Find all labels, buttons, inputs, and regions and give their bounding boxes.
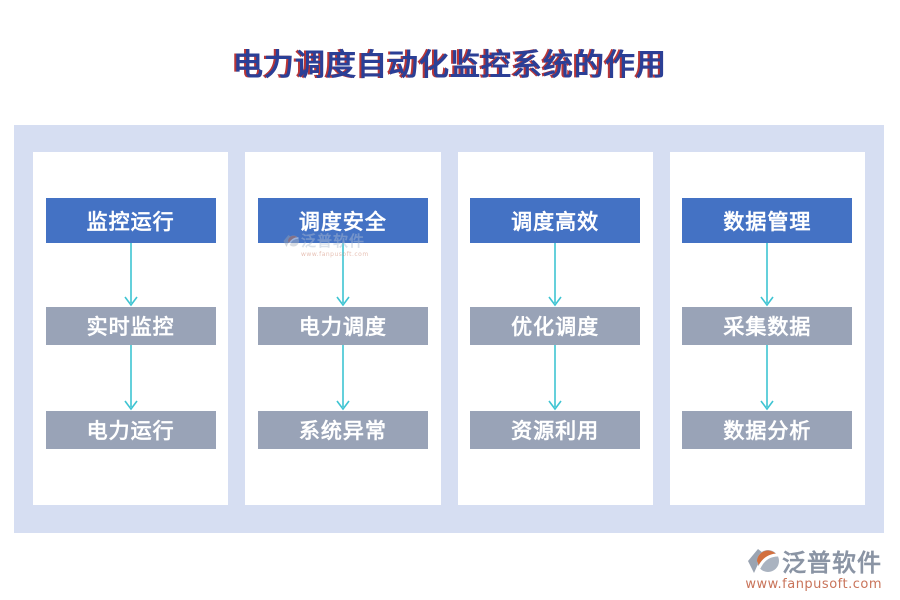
sub-box: 优化调度	[470, 307, 641, 345]
sub-box: 电力调度	[257, 307, 428, 345]
fanpu-logo: 泛普软件 www.fanpusoft.com	[745, 543, 882, 592]
down-arrow-icon	[548, 345, 562, 411]
diagram-band: 监控运行 实时监控 电力运行 调度安全 电力调度 系统异常 调度高效	[14, 125, 884, 533]
column-card-4: 数据管理 采集数据 数据分析	[669, 152, 865, 505]
sub-box: 资源利用	[470, 411, 641, 449]
sub-box: 电力运行	[45, 411, 216, 449]
column-card-1: 监控运行 实时监控 电力运行	[33, 152, 229, 505]
sub-box: 系统异常	[257, 411, 428, 449]
sub-box: 数据分析	[682, 411, 853, 449]
down-arrow-icon	[760, 243, 775, 307]
sub-box: 采集数据	[682, 307, 853, 345]
column-card-3: 调度高效 优化调度 资源利用	[457, 152, 653, 505]
column-card-2: 调度安全 电力调度 系统异常	[245, 152, 441, 505]
header-box: 监控运行	[45, 198, 216, 243]
logo-brand-text: 泛普软件	[782, 548, 882, 577]
down-arrow-icon	[548, 243, 562, 307]
logo-url-text: www.fanpusoft.com	[745, 577, 882, 592]
sub-box: 实时监控	[45, 307, 216, 345]
down-arrow-icon	[336, 345, 350, 411]
down-arrow-icon	[123, 243, 138, 307]
down-arrow-icon	[336, 243, 350, 307]
header-box: 调度高效	[470, 198, 641, 243]
down-arrow-icon	[123, 345, 138, 411]
header-box: 调度安全	[257, 198, 428, 243]
down-arrow-icon	[760, 345, 775, 411]
header-box: 数据管理	[682, 198, 853, 243]
fanpu-logo-icon	[748, 548, 779, 573]
page-title: 电力调度自动化监控系统的作用	[233, 48, 667, 83]
